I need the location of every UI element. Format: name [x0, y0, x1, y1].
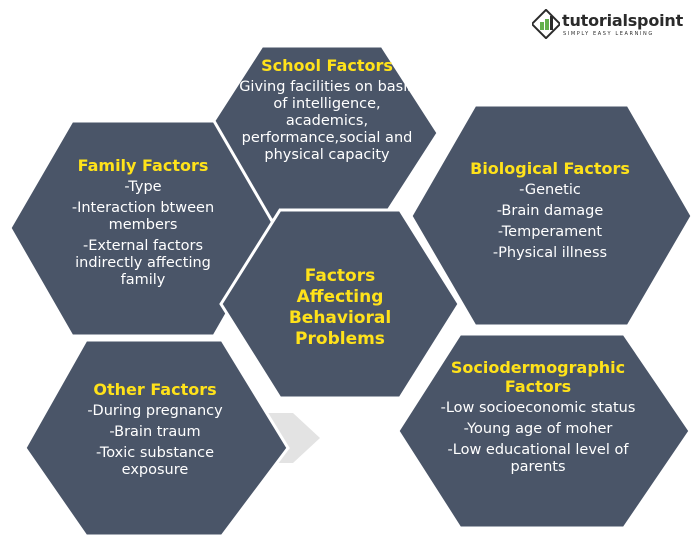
logo-name: tutorialspoint: [562, 11, 684, 30]
family-factor-item: -Type: [124, 179, 162, 195]
family-factors-title: Family Factors: [77, 156, 209, 175]
school-factors-title: School Factors: [261, 56, 393, 75]
other-factors-title: Other Factors: [93, 380, 217, 399]
socio-factors-title: Sociodermographic Factors: [450, 358, 626, 396]
school-factors-description: Giving facilities on basis of intelligen…: [239, 79, 415, 163]
biological-factors-text: Biological Factors -Genetic -Brain damag…: [455, 159, 645, 266]
biological-factor-item: -Genetic: [519, 182, 581, 198]
hexagon-other: [23, 338, 290, 538]
school-factors-text: School Factors Giving facilities on basi…: [236, 56, 418, 164]
hexagon-center: [219, 208, 461, 400]
biological-factor-item: -Brain damage: [496, 203, 604, 219]
family-factors-text: Family Factors -Type -Interaction btween…: [52, 156, 234, 293]
socio-factor-item: -Low socioeconomic status: [440, 400, 636, 416]
hexagon-family: [8, 119, 278, 338]
tutorialspoint-logo: tutorialspoint SIMPLY EASY LEARNING: [532, 8, 692, 42]
socio-factor-item: -Young age of moher: [463, 421, 613, 437]
hexagon-socio: [396, 332, 692, 530]
other-factor-item: -Brain traum: [109, 424, 201, 440]
family-factor-item: -Interaction btween members: [71, 200, 215, 233]
logo-tagline: SIMPLY EASY LEARNING: [563, 31, 654, 37]
logo-icon: [532, 9, 560, 39]
hexagon-biological: [409, 103, 694, 328]
biological-factors-title: Biological Factors: [470, 159, 630, 178]
center-title: Factors Affecting Behavioral Problems: [288, 266, 392, 349]
other-factor-item: -Toxic substance exposure: [95, 445, 215, 478]
other-factors-text: Other Factors -During pregnancy -Brain t…: [70, 380, 240, 483]
other-factor-item: -During pregnancy: [87, 403, 223, 419]
biological-factor-item: -Physical illness: [492, 245, 608, 261]
socio-factors-text: Sociodermographic Factors -Low socioecon…: [440, 358, 636, 480]
family-factor-item: -External factors indirectly affecting f…: [75, 238, 211, 288]
socio-factor-item: -Low educational level of parents: [447, 442, 629, 475]
center-text: Factors Affecting Behavioral Problems: [265, 266, 415, 350]
biological-factor-item: -Temperament: [497, 224, 603, 240]
